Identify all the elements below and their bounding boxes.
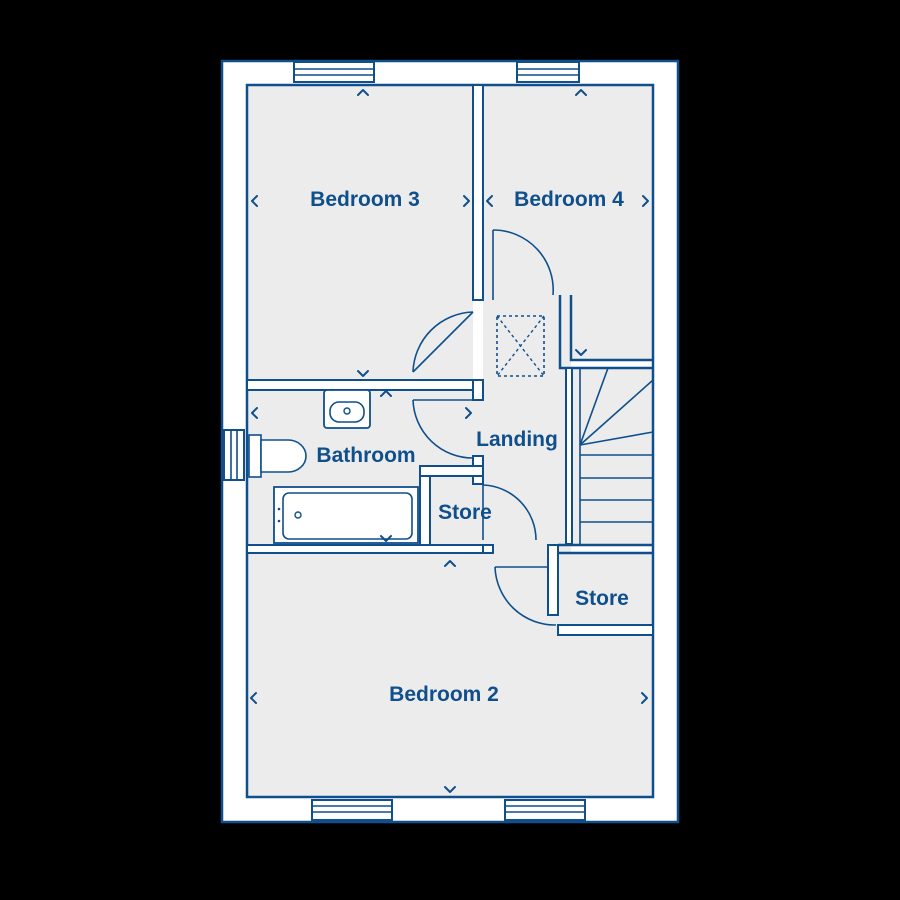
staircase-icon [579, 367, 654, 545]
loft-hatch-icon [496, 315, 545, 377]
window-icon [293, 61, 375, 83]
window-icon [516, 61, 580, 83]
room-label-store-right: Store [575, 587, 629, 610]
door-swing-icon [412, 399, 474, 459]
door-swing-icon [492, 229, 554, 300]
window-icon [223, 429, 245, 481]
door-swing-icon [494, 566, 557, 626]
dimension-arrow-icon [250, 89, 649, 793]
toilet-icon [248, 434, 307, 478]
room-label-bedroom-3: Bedroom 3 [310, 188, 420, 211]
bath-icon [273, 486, 419, 544]
room-label-bathroom: Bathroom [316, 444, 415, 467]
door-swing-icon [482, 484, 537, 541]
room-label-store-left: Store [438, 501, 492, 524]
room-label-bedroom-4: Bedroom 4 [514, 188, 624, 211]
room-label-landing: Landing [476, 428, 558, 451]
window-icon [311, 799, 393, 821]
door-swing-icon [412, 311, 474, 373]
interior-walls [246, 84, 654, 636]
window-icon [504, 799, 586, 821]
basin-icon [323, 389, 371, 429]
room-label-bedroom-2: Bedroom 2 [389, 683, 499, 706]
